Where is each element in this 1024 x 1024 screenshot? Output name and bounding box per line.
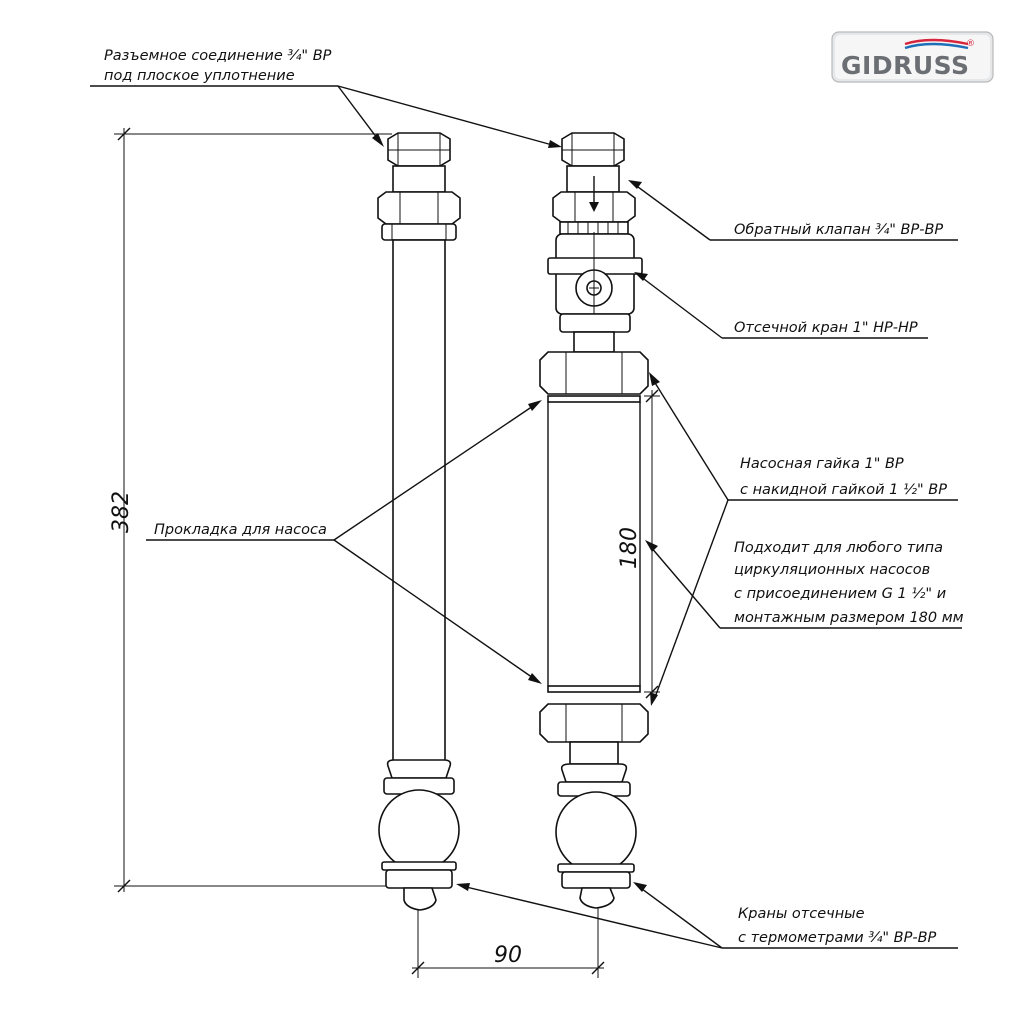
right-lower-pump-nut: [539, 703, 649, 743]
left-valve-handle: [386, 759, 452, 779]
left-hex-fitting: [377, 191, 461, 225]
left-pipe: [392, 239, 446, 769]
right-upper-pump-nut: [539, 351, 649, 395]
right-valve-handle: [560, 763, 628, 783]
callout-union-line2: под плоское уплотнение: [104, 68, 295, 84]
left-ball-valve-thermometer: [378, 789, 460, 871]
dimension-axis-spacing-value: 90: [494, 943, 522, 968]
callout-union-connection: Разъемное соединение ¾" ВР под плоское у…: [90, 48, 562, 148]
right-ball-valve-thermometer: [555, 791, 637, 873]
callout-shutoff-valve-text: Отсечной кран 1" НР-НР: [734, 320, 918, 336]
left-return-assembly: [377, 132, 461, 911]
left-valve-lever: [403, 887, 437, 911]
callout-union-line1: Разъемное соединение ¾" ВР: [104, 48, 332, 64]
callout-fits-line4: монтажным размером 180 мм: [734, 610, 964, 626]
callout-pump-nut: Насосная гайка 1" ВР с накидной гайкой 1…: [649, 372, 958, 706]
callout-fits-line3: с присоединением G 1 ½" и: [734, 586, 946, 602]
dimension-pump-length-value: 180: [617, 527, 642, 569]
callout-pump-nut-line1: Насосная гайка 1" ВР: [740, 456, 904, 472]
right-supply-assembly: [539, 132, 649, 909]
logo-registered-mark: ®: [966, 39, 975, 49]
right-valve-lever: [579, 887, 615, 909]
callout-check-valve-text: Обратный клапан ¾" ВР-ВР: [734, 222, 943, 238]
callout-shutoff-valve: Отсечной кран 1" НР-НР: [634, 272, 928, 339]
dimension-axis-spacing: 90: [411, 898, 605, 978]
callout-ball-valves-line2: с термометрами ¾" ВР-ВР: [738, 930, 937, 946]
logo-wave-blue-icon: [904, 42, 969, 50]
dimension-total-height: 382: [109, 127, 392, 893]
callout-compatibility: Подходит для любого типа циркуляционных …: [645, 540, 964, 629]
callout-check-valve: Обратный клапан ¾" ВР-ВР: [628, 180, 958, 241]
right-lower-pump-gasket: [547, 685, 641, 693]
callout-pump-gasket-text: Прокладка для насоса: [154, 522, 327, 538]
logo-text: GIDRUSS: [841, 51, 970, 80]
callout-pump-nut-line2: с накидной гайкой 1 ½" ВР: [740, 482, 947, 498]
callout-pump-gasket: Прокладка для насоса: [146, 400, 542, 684]
gidruss-logo: GIDRUSS ®: [831, 31, 994, 83]
dimension-total-height-value: 382: [109, 491, 134, 533]
logo-wave-red-icon: [904, 38, 969, 46]
callout-fits-line1: Подходит для любого типа: [734, 540, 943, 556]
right-upper-pump-gasket: [547, 395, 641, 403]
callout-fits-line2: циркуляционных насосов: [734, 562, 930, 578]
callout-ball-valves-line1: Краны отсечные: [738, 906, 865, 922]
callout-ball-valves: Краны отсечные с термометрами ¾" ВР-ВР: [456, 882, 958, 949]
